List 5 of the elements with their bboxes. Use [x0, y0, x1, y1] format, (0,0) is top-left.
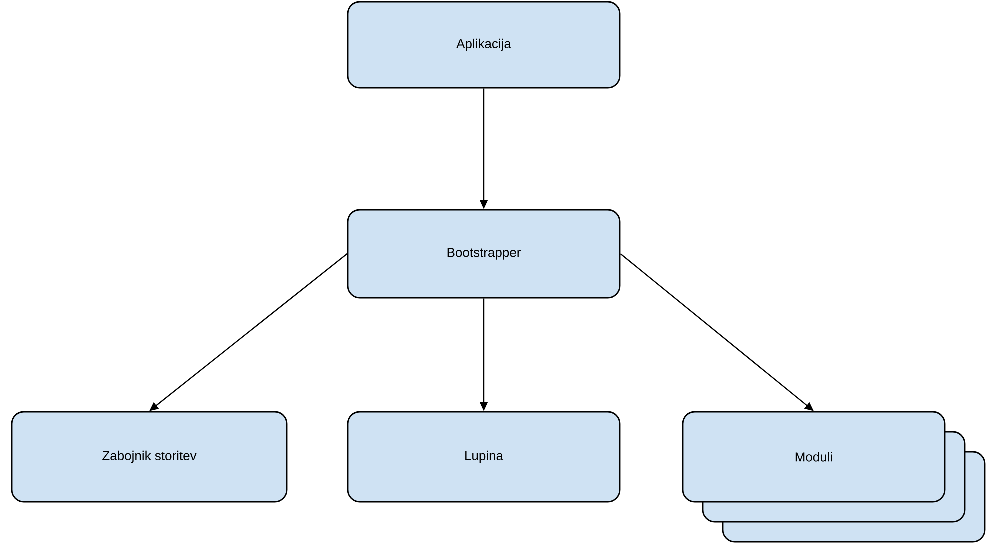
stacked-box-drawing: Moduli	[682, 411, 986, 543]
process-box: Zabojnik storitev	[11, 411, 288, 503]
process-box: Lupina	[347, 411, 621, 503]
process-box: Aplikacija	[347, 1, 621, 89]
process-box: Bootstrapper	[347, 209, 621, 299]
